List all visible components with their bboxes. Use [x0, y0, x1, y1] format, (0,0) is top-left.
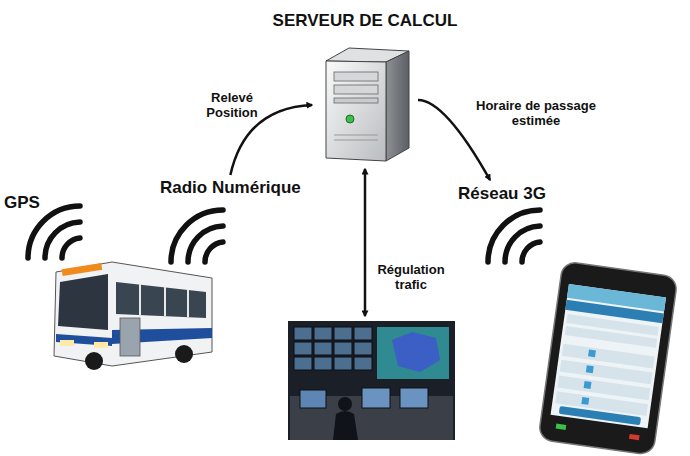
radio-label-node: Radio Numérique — [160, 178, 301, 198]
edge-label: Régulation trafic — [371, 262, 451, 292]
smartphone-picture — [538, 261, 678, 455]
edge-label: Relevé Position — [200, 90, 264, 120]
signal-label: GPS — [4, 193, 40, 213]
bus-picture — [54, 262, 212, 370]
node-heading: SERVEUR DE CALCUL — [273, 11, 458, 31]
control-room-picture — [288, 321, 455, 440]
edge-label: Horaire de passage estimée — [470, 98, 602, 128]
control-room-node — [288, 321, 455, 440]
flow-arrow — [364, 169, 367, 316]
server-node: SERVEUR DE CALCUL — [318, 47, 412, 163]
server-icon — [326, 48, 409, 161]
node-label: Réseau 3G — [458, 184, 546, 204]
node-label: Radio Numérique — [160, 178, 301, 198]
network-label-node: Réseau 3G — [458, 184, 546, 204]
wave-symbol — [28, 206, 540, 262]
